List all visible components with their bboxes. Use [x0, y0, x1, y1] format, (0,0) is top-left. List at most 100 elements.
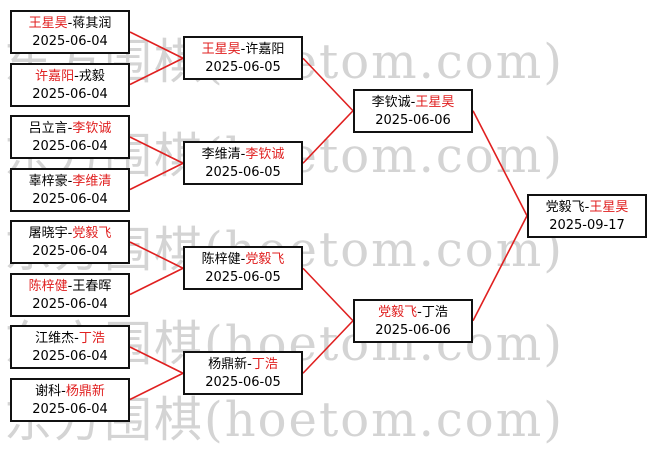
match-date: 2025-06-04: [32, 244, 108, 259]
match-date: 2025-06-04: [32, 401, 108, 417]
match-date: 2025-09-17: [549, 217, 625, 233]
player-1-name: 党毅飞: [378, 304, 418, 320]
versus-dash: -: [247, 357, 252, 373]
player-1-name: 李维清: [201, 147, 241, 163]
versus-dash: -: [74, 68, 79, 84]
player-1-name: 王星昊: [28, 16, 68, 31]
player-2-name: 李钦诚: [245, 147, 285, 163]
match-players: 王星昊-许嘉阳: [185, 41, 301, 59]
player-1-name: 谢科: [35, 383, 62, 399]
player-1-name: 杨鼎新: [208, 357, 248, 373]
versus-dash: -: [67, 278, 73, 294]
match-date: 2025-06-05: [205, 165, 281, 181]
player-1-name: 陈梓健: [201, 252, 241, 268]
match-players: 李钦诚-王星昊: [355, 94, 471, 112]
versus-dash: -: [410, 94, 416, 110]
match-date: 2025-06-05: [205, 270, 281, 286]
connector-line: [129, 162, 184, 191]
player-2-name: 党毅飞: [72, 226, 112, 241]
match-players: 吕立言-李钦诚: [12, 120, 128, 138]
versus-dash: -: [240, 252, 246, 268]
player-2-name: 许嘉阳: [245, 42, 285, 58]
versus-dash: -: [240, 147, 246, 163]
match-date: 2025-06-04: [32, 349, 108, 364]
match-players: 李维清-李钦诚: [185, 146, 301, 164]
match-players: 谢科-杨鼎新: [12, 383, 128, 401]
connector-line: [129, 136, 184, 164]
player-2-name: 李维清: [72, 173, 112, 189]
match-date: 2025-06-05: [205, 375, 281, 391]
connector-line: [472, 215, 528, 322]
connector-line: [302, 110, 354, 164]
match-players: 党毅飞-丁浩: [355, 304, 471, 322]
match-date: 2025-06-04: [32, 86, 108, 102]
player-2-name: 王星昊: [415, 94, 455, 110]
connector-line: [129, 346, 184, 374]
versus-dash: -: [240, 42, 246, 58]
versus-dash: -: [67, 226, 73, 241]
match-date: 2025-06-04: [32, 191, 108, 207]
match-players: 杨鼎新-丁浩: [185, 356, 301, 374]
player-1-name: 屠晓宇: [28, 226, 68, 241]
match-players: 江维杰-丁浩: [12, 330, 128, 348]
match-players: 王星昊-蒋其润: [12, 15, 128, 33]
player-1-name: 江维杰: [35, 331, 75, 346]
connector-line: [129, 267, 184, 296]
versus-dash: -: [67, 121, 73, 136]
player-1-name: 王星昊: [201, 42, 241, 58]
versus-dash: -: [67, 173, 73, 189]
match-players: 辜梓豪-李维清: [12, 173, 128, 191]
connector-line: [302, 320, 354, 374]
versus-dash: -: [74, 331, 79, 346]
match-date: 2025-06-04: [32, 34, 108, 49]
player-2-name: 杨鼎新: [65, 383, 105, 399]
match-players: 屠晓宇-党毅飞: [12, 225, 128, 243]
player-2-name: 丁浩: [421, 304, 448, 320]
player-2-name: 王星昊: [589, 199, 629, 215]
player-2-name: 丁浩: [251, 357, 278, 373]
player-1-name: 吕立言: [28, 121, 68, 136]
versus-dash: -: [584, 199, 590, 215]
match-date: 2025-06-06: [375, 322, 451, 338]
player-1-name: 陈梓健: [28, 278, 68, 294]
player-2-name: 党毅飞: [245, 252, 285, 268]
match-date: 2025-06-04: [32, 296, 108, 312]
player-2-name: 李钦诚: [72, 121, 112, 136]
connector-line: [129, 372, 184, 401]
versus-dash: -: [61, 383, 66, 399]
match-players: 党毅飞-王星昊: [529, 199, 645, 217]
match-date: 2025-06-06: [375, 112, 451, 128]
player-2-name: 丁浩: [78, 331, 105, 346]
bracket-connectors: [129, 31, 528, 401]
player-2-name: 蒋其润: [72, 16, 112, 31]
player-1-name: 许嘉阳: [35, 68, 75, 84]
match-players: 许嘉阳-戎毅: [12, 68, 128, 86]
player-1-name: 李钦诚: [371, 94, 411, 110]
connector-line: [302, 57, 354, 112]
player-2-name: 王春晖: [72, 278, 112, 294]
connector-line: [302, 267, 354, 322]
connector-line: [129, 241, 184, 269]
match-players: 陈梓健-党毅飞: [185, 251, 301, 269]
connector-line: [129, 31, 184, 59]
player-2-name: 戎毅: [78, 68, 105, 84]
versus-dash: -: [417, 304, 422, 320]
connector-line: [472, 110, 528, 217]
match-date: 2025-06-05: [205, 60, 281, 76]
match-players: 陈梓健-王春晖: [12, 278, 128, 296]
match-date: 2025-06-04: [32, 139, 108, 154]
